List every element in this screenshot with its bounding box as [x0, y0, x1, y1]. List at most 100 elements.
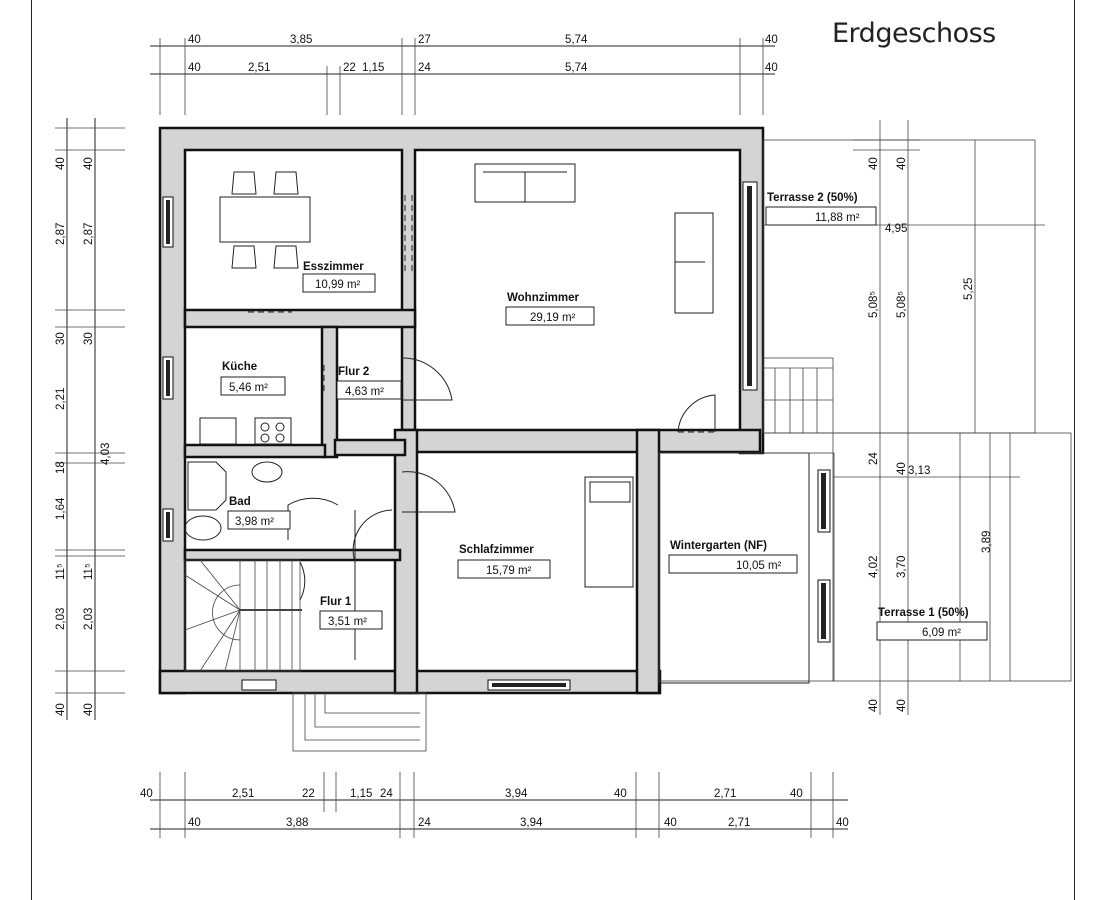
room-label-kueche: Küche 5,46 m²: [220, 361, 286, 396]
svg-text:40: 40: [55, 703, 67, 716]
staircase: [184, 559, 302, 672]
svg-text:40: 40: [188, 817, 201, 829]
svg-text:2,71: 2,71: [714, 788, 736, 800]
svg-text:4,02: 4,02: [868, 556, 880, 578]
svg-text:24: 24: [418, 62, 431, 74]
svg-text:6,09 m²: 6,09 m²: [922, 627, 961, 639]
top-dimensions: 40 3,85 27 5,74 40 40 2,51 22 1,15 24 5,…: [150, 34, 778, 115]
terrace-steps: [762, 357, 834, 434]
svg-text:40: 40: [836, 817, 849, 829]
svg-text:29,19 m²: 29,19 m²: [530, 312, 576, 324]
right-dimensions: 40 40 5,08⁵ 5,08⁵ 5,25 4,95 24 40 3,13 4…: [868, 157, 993, 712]
svg-text:40: 40: [868, 157, 880, 170]
svg-text:40: 40: [896, 157, 908, 170]
svg-text:3,70: 3,70: [896, 556, 908, 578]
svg-text:Flur 2: Flur 2: [338, 366, 369, 378]
page-frame: [31, 0, 1075, 900]
svg-text:11⁵: 11⁵: [83, 563, 95, 580]
svg-text:2,87: 2,87: [55, 223, 67, 245]
svg-text:10,99 m²: 10,99 m²: [315, 279, 361, 291]
svg-text:40: 40: [188, 34, 201, 46]
room-label-flur-2: Flur 2 4,63 m²: [336, 366, 402, 400]
svg-text:40: 40: [896, 699, 908, 712]
svg-text:15,79 m²: 15,79 m²: [486, 565, 532, 577]
svg-text:40: 40: [188, 62, 201, 74]
svg-text:40: 40: [614, 788, 627, 800]
svg-text:Flur 1: Flur 1: [320, 596, 352, 608]
svg-text:Terrasse 2 (50%): Terrasse 2 (50%): [767, 192, 858, 204]
svg-text:3,13: 3,13: [908, 465, 930, 477]
room-label-terrasse-1: Terrasse 1 (50%) 6,09 m²: [876, 607, 988, 641]
svg-text:40: 40: [765, 34, 778, 46]
svg-text:3,94: 3,94: [505, 788, 528, 800]
svg-text:3,51 m²: 3,51 m²: [328, 616, 367, 628]
svg-text:24: 24: [418, 817, 431, 829]
floor-title: Erdgeschoss: [832, 18, 996, 49]
svg-text:40: 40: [140, 788, 153, 800]
svg-text:40: 40: [765, 62, 778, 74]
svg-text:4,95: 4,95: [885, 223, 907, 235]
svg-text:40: 40: [55, 157, 67, 170]
svg-text:2,51: 2,51: [248, 62, 270, 74]
terrace-outlines: [762, 120, 1072, 715]
svg-text:5,25: 5,25: [963, 278, 975, 300]
room-label-bad: Bad 3,98 m²: [227, 496, 291, 530]
svg-text:24: 24: [380, 788, 393, 800]
svg-text:Esszimmer: Esszimmer: [303, 261, 364, 273]
svg-text:3,85: 3,85: [290, 34, 312, 46]
left-dimensions: 40 2,87 30 2,21 18 1,64 11⁵ 2,03 40 40 2…: [55, 118, 125, 720]
svg-text:24: 24: [868, 452, 880, 465]
svg-text:40: 40: [896, 462, 908, 475]
svg-text:3,89: 3,89: [981, 531, 993, 553]
bottom-dimensions: 40 2,51 22 1,15 24 3,94 40 2,71 40 40 3,…: [140, 772, 849, 838]
room-label-esszimmer: Esszimmer 10,99 m²: [302, 261, 376, 293]
svg-text:40: 40: [83, 157, 95, 170]
windows: [162, 181, 831, 691]
svg-text:Wohnzimmer: Wohnzimmer: [507, 292, 580, 304]
svg-text:40: 40: [790, 788, 803, 800]
svg-text:3,88: 3,88: [286, 817, 308, 829]
svg-text:Küche: Küche: [222, 361, 257, 373]
svg-text:2,21: 2,21: [55, 388, 67, 410]
room-label-flur-1: Flur 1 3,51 m²: [319, 596, 383, 630]
svg-text:5,74: 5,74: [565, 34, 588, 46]
svg-text:2,51: 2,51: [232, 788, 254, 800]
svg-text:27: 27: [418, 34, 431, 46]
svg-text:Terrasse 1 (50%): Terrasse 1 (50%): [878, 607, 969, 619]
svg-text:4,03: 4,03: [100, 443, 112, 465]
svg-text:40: 40: [868, 699, 880, 712]
svg-text:Bad: Bad: [229, 496, 251, 508]
entrance-steps: [292, 692, 427, 752]
svg-text:40: 40: [83, 703, 95, 716]
svg-text:3,98 m²: 3,98 m²: [235, 516, 274, 528]
door-openings: [248, 195, 715, 433]
svg-text:1,15: 1,15: [350, 788, 372, 800]
svg-text:Wintergarten (NF): Wintergarten (NF): [670, 540, 767, 552]
walls: [158, 126, 765, 695]
svg-text:22: 22: [343, 62, 356, 74]
room-label-wintergarten: Wintergarten (NF) 10,05 m²: [668, 540, 798, 574]
svg-text:18: 18: [55, 461, 67, 474]
svg-text:1,64: 1,64: [55, 497, 67, 520]
svg-text:3,94: 3,94: [520, 817, 543, 829]
svg-text:11,88 m²: 11,88 m²: [815, 212, 860, 224]
room-label-wohnzimmer: Wohnzimmer 29,19 m²: [505, 292, 595, 326]
room-label-schlafzimmer: Schlafzimmer 15,79 m²: [457, 544, 551, 579]
svg-text:40: 40: [664, 817, 677, 829]
svg-text:30: 30: [55, 332, 67, 345]
svg-text:2,03: 2,03: [83, 608, 95, 630]
svg-text:22: 22: [302, 788, 315, 800]
furniture: [184, 163, 714, 588]
svg-text:5,46 m²: 5,46 m²: [229, 382, 268, 394]
svg-text:5,08⁵: 5,08⁵: [896, 291, 908, 318]
svg-text:Schlafzimmer: Schlafzimmer: [459, 544, 534, 556]
svg-text:1,15: 1,15: [362, 62, 384, 74]
doors: [287, 357, 716, 660]
svg-text:4,63 m²: 4,63 m²: [345, 386, 384, 398]
svg-text:5,74: 5,74: [565, 62, 588, 74]
svg-text:2,03: 2,03: [55, 608, 67, 630]
room-label-terrasse-2: Terrasse 2 (50%) 11,88 m²: [765, 192, 877, 226]
svg-text:11⁵: 11⁵: [55, 563, 67, 580]
svg-text:5,08⁵: 5,08⁵: [868, 291, 880, 318]
